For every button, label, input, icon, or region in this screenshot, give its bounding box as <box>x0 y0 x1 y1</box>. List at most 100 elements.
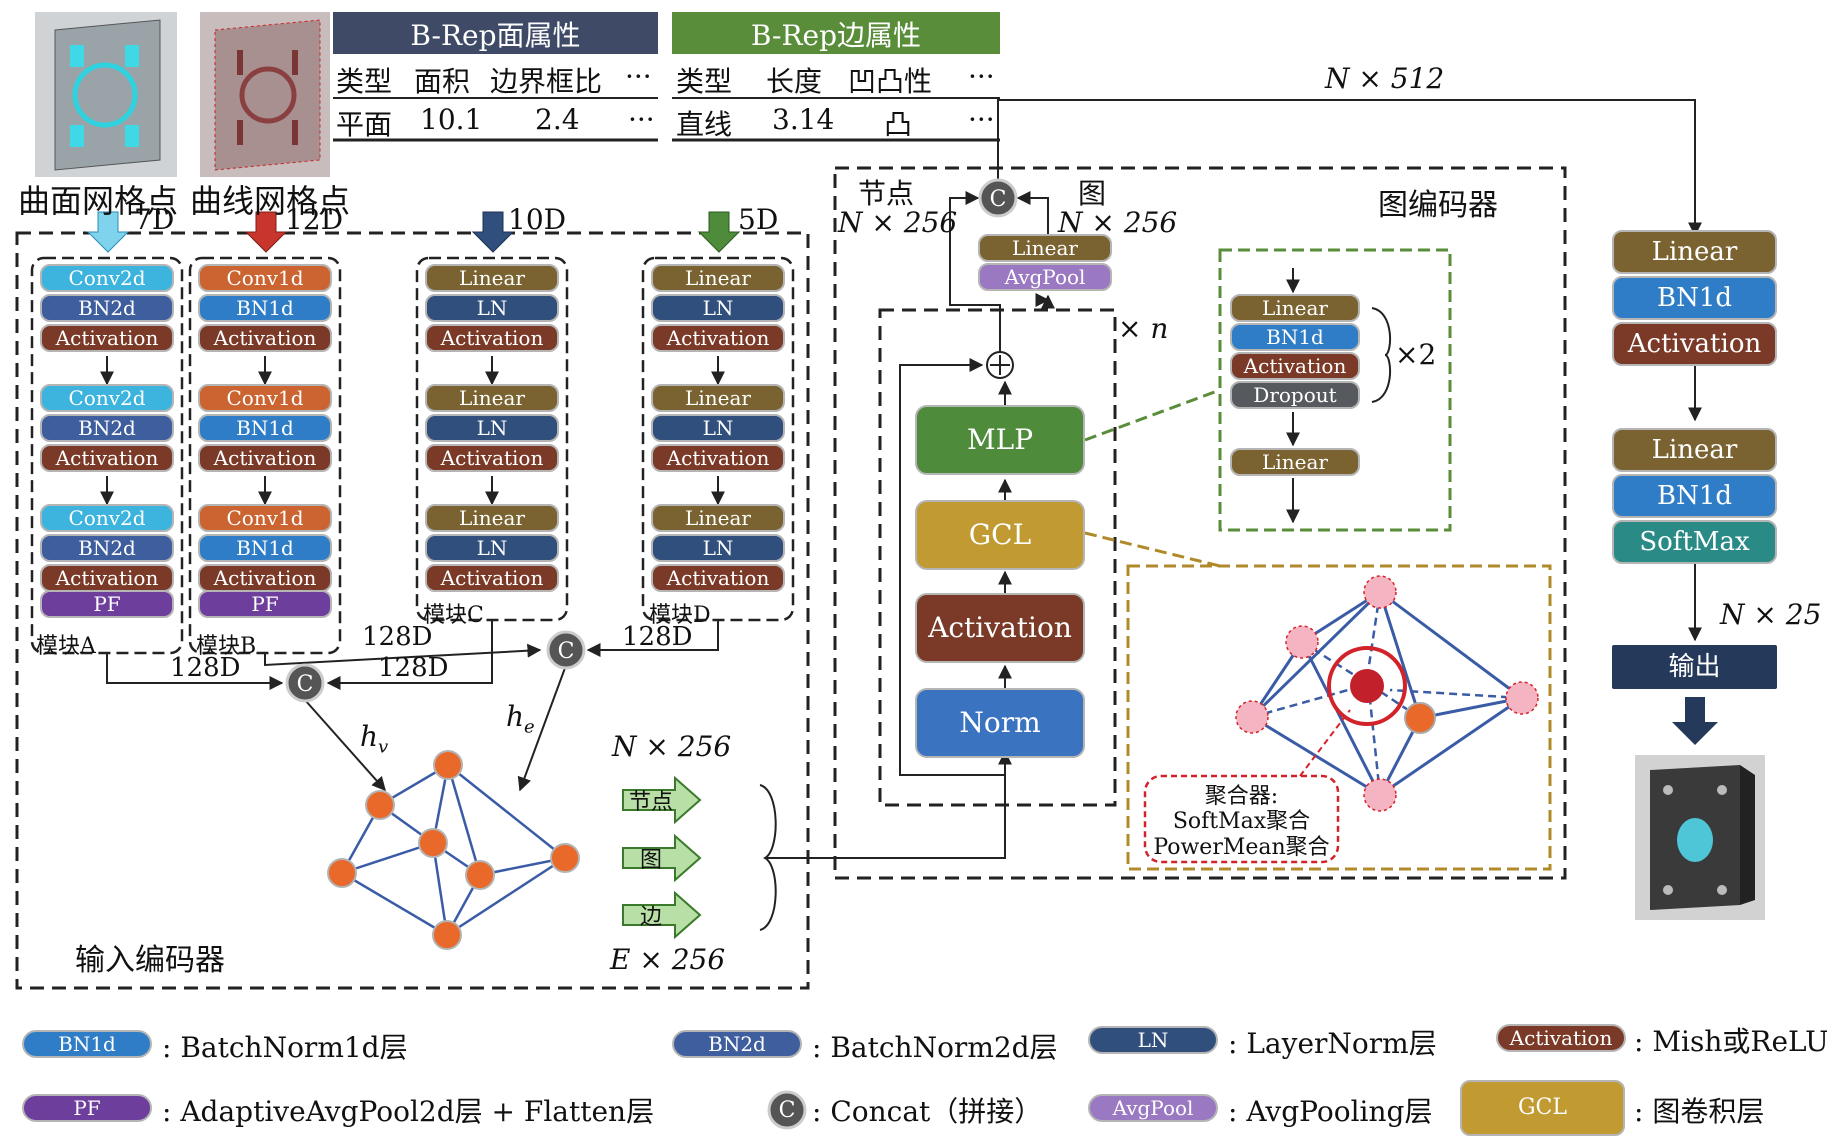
module-c-block-6: Activation <box>425 444 559 472</box>
module-c-block-4: Linear <box>425 384 559 412</box>
face-header-more: ··· <box>625 60 652 93</box>
legend-avgpool-desc: : AvgPooling层 <box>1228 1095 1433 1128</box>
module-b-block-4: Conv1d <box>198 384 332 412</box>
hv-label: hv <box>360 720 389 758</box>
classifier-bn1d-2: BN1d <box>1612 474 1777 518</box>
input-arrow-5d <box>697 211 741 253</box>
output-down-arrow <box>1672 697 1718 745</box>
mlp-detail-linear: Linear <box>1230 294 1360 322</box>
edge-header-length: 长度 <box>766 65 823 98</box>
legend-gcl-block: GCL <box>1460 1080 1625 1136</box>
module-d-label: 模块D <box>649 603 711 628</box>
dim-12d: 12D <box>285 203 344 236</box>
legend-pf-block: PF <box>22 1094 152 1122</box>
classifier-linear-2: Linear <box>1612 428 1777 472</box>
edge-table-title: B-Rep边属性 <box>750 19 922 52</box>
module-b-block-7: Conv1d <box>198 504 332 532</box>
concat-symbol-right: C <box>557 639 575 664</box>
output-part-thumbnail <box>1635 755 1765 920</box>
norm-block: Norm <box>915 688 1085 758</box>
input-arrow-12d <box>244 211 288 253</box>
dim-128d-d: 128D <box>622 622 693 652</box>
module-b-block-5: BN1d <box>198 414 332 442</box>
module-d-block-7: Linear <box>651 504 785 532</box>
output-graph-label: 图 <box>639 848 662 873</box>
output-e256: E × 256 <box>610 943 726 976</box>
face-header-type: 类型 <box>336 65 393 98</box>
module-d-block-3: Activation <box>651 324 785 352</box>
aggregator-label-box <box>1143 774 1340 864</box>
module-a-block-6: Activation <box>40 444 174 472</box>
legend-bn2d-desc: : BatchNorm2d层 <box>812 1031 1058 1064</box>
times-2-label: ×2 <box>1395 338 1437 371</box>
module-d-block-9: Activation <box>651 564 785 592</box>
output-block: 输出 <box>1612 645 1777 689</box>
legend-activation-desc: : Mish或ReLU <box>1634 1025 1827 1058</box>
concat-symbol-graph: C <box>989 187 1007 212</box>
module-a-block-9: Activation <box>40 564 174 592</box>
legend-activation-block: Activation <box>1496 1024 1626 1052</box>
edge-header-more: ··· <box>968 60 995 93</box>
module-b-block-9: Activation <box>198 564 332 592</box>
legend-bn1d-block: BN1d <box>22 1030 152 1058</box>
classifier-bn1d-1: BN1d <box>1612 276 1777 320</box>
graph-encoder-title: 图编码器 <box>1378 188 1498 223</box>
graph-head-avgpool: AvgPool <box>978 263 1112 291</box>
module-c-block-7: Linear <box>425 504 559 532</box>
graph-node-dim: N × 256 <box>838 206 958 239</box>
input-arrow-10d <box>471 211 515 253</box>
activation-block: Activation <box>915 593 1085 663</box>
gnn-layer-box <box>878 308 1117 807</box>
aggregator-title: 聚合器: <box>1204 784 1279 809</box>
module-a-block-7: Conv2d <box>40 504 174 532</box>
module-a-block-5: BN2d <box>40 414 174 442</box>
edge-row-type: 直线 <box>676 108 733 141</box>
graph-encoder-box <box>833 166 1567 880</box>
input-arrow-7d <box>86 211 130 253</box>
module-a-block-2: BN2d <box>40 294 174 322</box>
legend-ln-block: LN <box>1088 1026 1218 1054</box>
legend-pf-desc: : AdaptiveAvgPool2d层 + Flatten层 <box>162 1095 655 1128</box>
face-row-area: 10.1 <box>420 103 483 136</box>
module-c-block-1: Linear <box>425 264 559 292</box>
surface-mesh-label: 曲面网格点 <box>18 182 179 220</box>
legend-avgpool-block: AvgPool <box>1088 1094 1218 1122</box>
dim-128d-c: 128D <box>378 653 449 683</box>
n512-label: N × 512 <box>1325 62 1445 95</box>
module-c-block-3: Activation <box>425 324 559 352</box>
classifier-linear-1: Linear <box>1612 230 1777 274</box>
module-b-block-6: Activation <box>198 444 332 472</box>
mlp-block: MLP <box>915 405 1085 475</box>
face-row-bbox: 2.4 <box>535 103 580 136</box>
module-d-block-2: LN <box>651 294 785 322</box>
graph-graph-dim: N × 256 <box>1058 206 1178 239</box>
module-a-block-10: PF <box>40 590 174 618</box>
dim-10d: 10D <box>508 203 567 236</box>
module-a-block-4: Conv2d <box>40 384 174 412</box>
aggregator-powermean: PowerMean聚合 <box>1153 835 1330 860</box>
face-table-header <box>333 12 658 54</box>
module-c-label: 模块C <box>423 603 484 628</box>
module-d-block-5: LN <box>651 414 785 442</box>
mlp-detail-bn1d: BN1d <box>1230 323 1360 351</box>
mlp-detail-final-linear: Linear <box>1230 448 1360 476</box>
concat-node-graph <box>978 178 1018 218</box>
surface-mesh-thumbnail <box>35 12 177 177</box>
edge-header-convexity: 凹凸性 <box>848 65 933 98</box>
times-n-label: × n <box>1118 312 1169 345</box>
module-a-block-1: Conv2d <box>40 264 174 292</box>
module-c-block-5: LN <box>425 414 559 442</box>
curve-mesh-thumbnail <box>200 12 330 177</box>
module-b-block-3: Activation <box>198 324 332 352</box>
legend-ln-desc: : LayerNorm层 <box>1228 1027 1437 1060</box>
he-label: he <box>506 700 535 738</box>
face-table-title: B-Rep面属性 <box>410 19 581 52</box>
module-b-block-2: BN1d <box>198 294 332 322</box>
edge-row-length: 3.14 <box>772 103 835 136</box>
classifier-activation: Activation <box>1612 322 1777 366</box>
module-b-block-8: BN1d <box>198 534 332 562</box>
edge-header-type: 类型 <box>676 65 733 98</box>
output-edge-label: 边 <box>639 905 662 930</box>
